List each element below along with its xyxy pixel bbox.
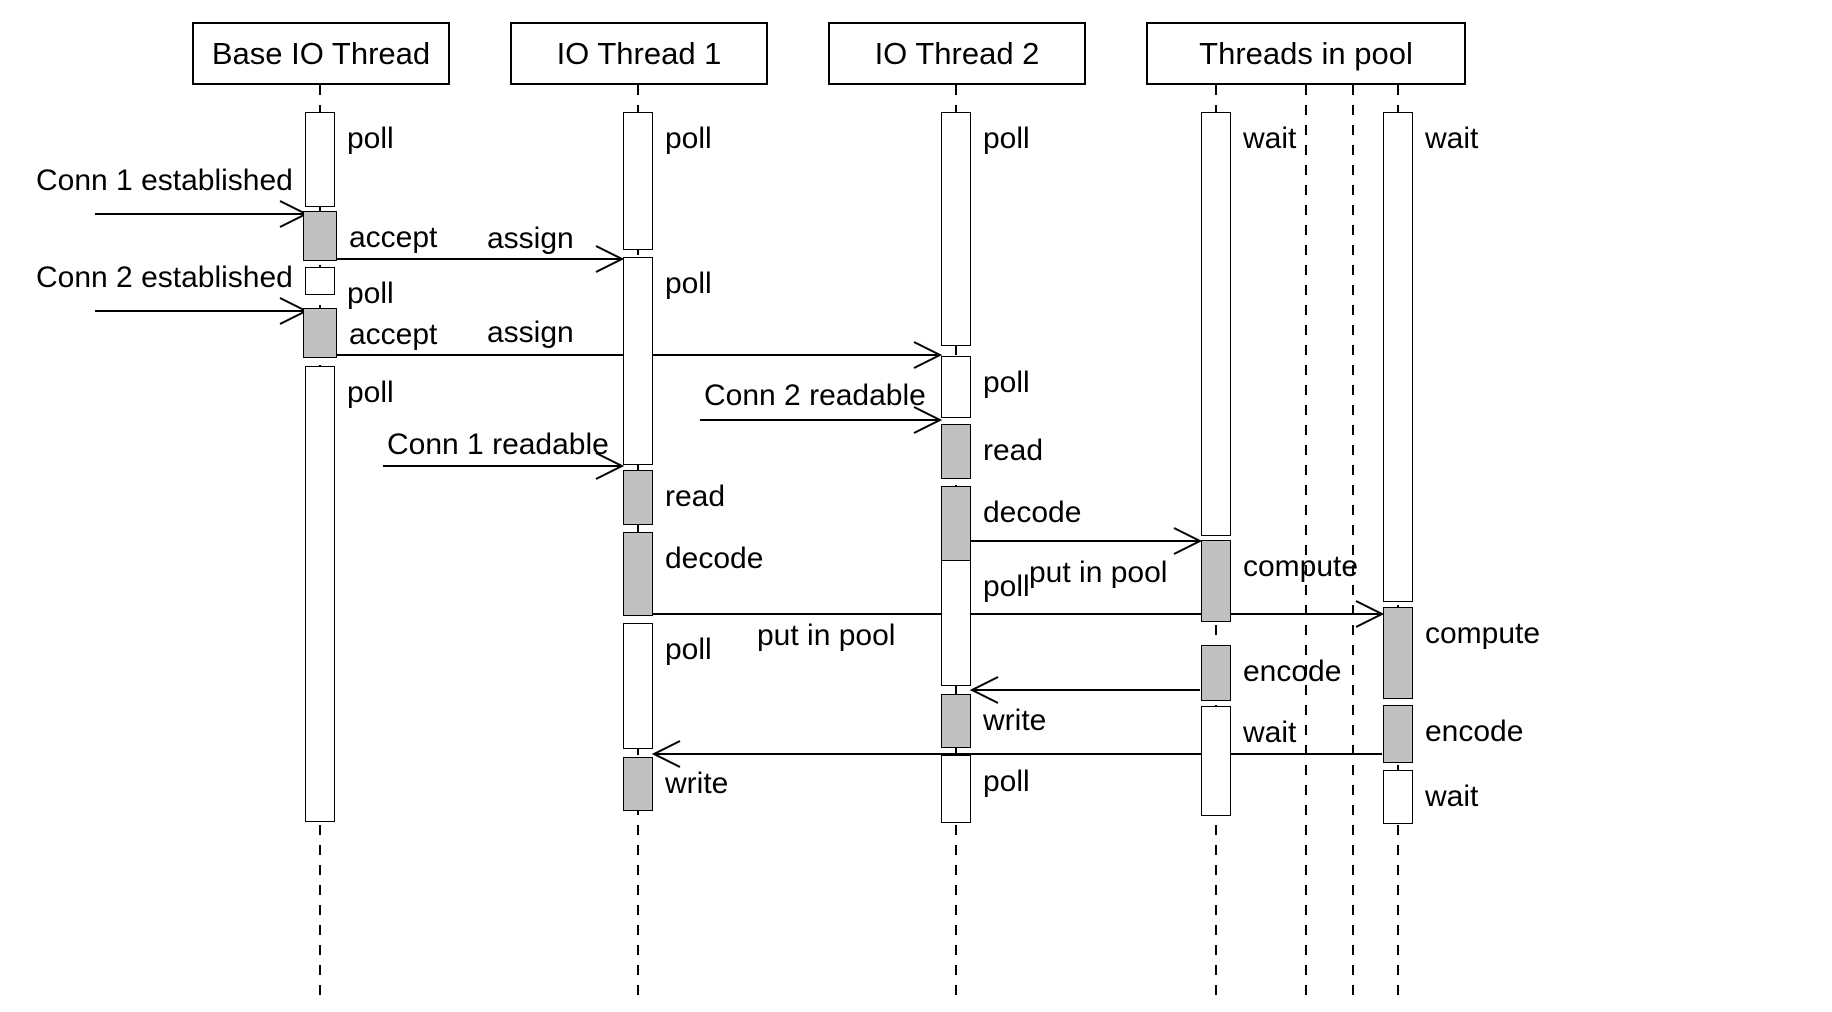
activation-io1-poll-2[interactable] — [623, 257, 653, 465]
activation-label-io1-poll-1: poll — [665, 122, 712, 155]
activation-io1-decode[interactable] — [623, 532, 653, 616]
activation-label-io2-poll-1: poll — [983, 122, 1030, 155]
lifeline-header-base[interactable]: Base IO Thread — [192, 22, 450, 85]
arrow-head-icon — [913, 406, 943, 434]
activation-io1-write[interactable] — [623, 757, 653, 811]
activation-pool1-wait-1[interactable] — [1201, 112, 1231, 536]
activation-label-pool4-wait-2: wait — [1425, 780, 1479, 813]
arrow-head-icon — [595, 245, 625, 273]
activation-io2-poll-1[interactable] — [941, 112, 971, 346]
activation-label-io2-write: write — [983, 704, 1047, 737]
message-label-put-in-pool-2: put in pool — [757, 619, 896, 652]
activation-label-io2-decode: decode — [983, 496, 1082, 529]
activation-label-pool4-wait-1: wait — [1425, 122, 1479, 155]
activation-label-pool1-wait-2: wait — [1243, 716, 1297, 749]
lifeline-header-io2[interactable]: IO Thread 2 — [828, 22, 1086, 85]
lifeline-header-label: IO Thread 1 — [556, 35, 722, 71]
message-label-conn1-established: Conn 1 established — [36, 164, 293, 197]
arrow-head-icon — [1173, 527, 1203, 555]
activation-label-pool4-compute: compute — [1425, 617, 1541, 650]
activation-pool4-wait-2[interactable] — [1383, 770, 1413, 824]
activation-label-io2-poll-4: poll — [983, 765, 1030, 798]
activation-io1-read[interactable] — [623, 470, 653, 525]
message-label-conn2-established: Conn 2 established — [36, 261, 293, 294]
activation-label-io1-poll-3: poll — [665, 633, 712, 666]
activation-label-io2-poll-3: poll — [983, 570, 1030, 603]
activation-pool1-encode[interactable] — [1201, 645, 1231, 701]
lifeline-header-pool[interactable]: Threads in pool — [1146, 22, 1466, 85]
arrow-head-icon — [913, 341, 943, 369]
lifeline-header-io1[interactable]: IO Thread 1 — [510, 22, 768, 85]
arrow-head-icon — [1355, 600, 1385, 628]
activation-label-io1-write: write — [665, 767, 729, 800]
activation-io2-read[interactable] — [941, 424, 971, 479]
message-label-conn2-readable: Conn 2 readable — [704, 379, 926, 412]
arrow-head-icon — [595, 452, 625, 480]
activation-label-base-poll-3: poll — [347, 376, 394, 409]
activation-pool4-compute[interactable] — [1383, 607, 1413, 699]
arrow-head-icon — [969, 676, 999, 704]
activation-label-io2-read: read — [983, 434, 1044, 467]
activation-base-poll-2[interactable] — [305, 267, 335, 295]
message-label-assign-1: assign — [487, 222, 574, 255]
activation-label-io1-poll-2: poll — [665, 267, 712, 300]
activation-label-io1-read: read — [665, 480, 726, 513]
activation-io2-poll-2[interactable] — [941, 356, 971, 418]
activation-io2-decode[interactable] — [941, 486, 971, 568]
activation-base-accept-1[interactable] — [303, 211, 337, 261]
activation-io2-poll-3[interactable] — [941, 560, 971, 686]
activation-label-io1-decode: decode — [665, 542, 764, 575]
activation-pool4-wait-1[interactable] — [1383, 112, 1413, 602]
activation-label-pool4-encode: encode — [1425, 715, 1524, 748]
activation-io2-poll-4[interactable] — [941, 755, 971, 823]
lifeline-header-label: IO Thread 2 — [874, 35, 1040, 71]
activation-pool4-encode[interactable] — [1383, 705, 1413, 763]
activation-label-base-poll-2: poll — [347, 277, 394, 310]
activation-label-base-accept-1: accept — [349, 221, 438, 254]
activation-io1-poll-1[interactable] — [623, 112, 653, 250]
message-label-put-in-pool-1: put in pool — [1029, 556, 1168, 589]
message-label-conn1-readable: Conn 1 readable — [387, 428, 609, 461]
lifeline-header-label: Base IO Thread — [211, 35, 431, 71]
activation-label-pool1-compute: compute — [1243, 550, 1359, 583]
activation-base-poll-3[interactable] — [305, 366, 335, 822]
activation-base-accept-2[interactable] — [303, 308, 337, 358]
message-label-assign-2: assign — [487, 316, 574, 349]
activation-label-pool1-encode: encode — [1243, 655, 1342, 688]
activation-io1-poll-3[interactable] — [623, 623, 653, 749]
arrow-head-icon — [651, 740, 681, 768]
lifeline-header-label: Threads in pool — [1199, 35, 1413, 71]
activation-label-base-accept-2: accept — [349, 318, 438, 351]
activation-io2-write[interactable] — [941, 694, 971, 748]
activation-pool1-compute[interactable] — [1201, 540, 1231, 622]
activation-base-poll-1[interactable] — [305, 112, 335, 207]
activation-label-io2-poll-2: poll — [983, 366, 1030, 399]
activation-label-pool1-wait-1: wait — [1243, 122, 1297, 155]
activation-pool1-wait-2[interactable] — [1201, 706, 1231, 816]
activation-label-base-poll-1: poll — [347, 122, 394, 155]
